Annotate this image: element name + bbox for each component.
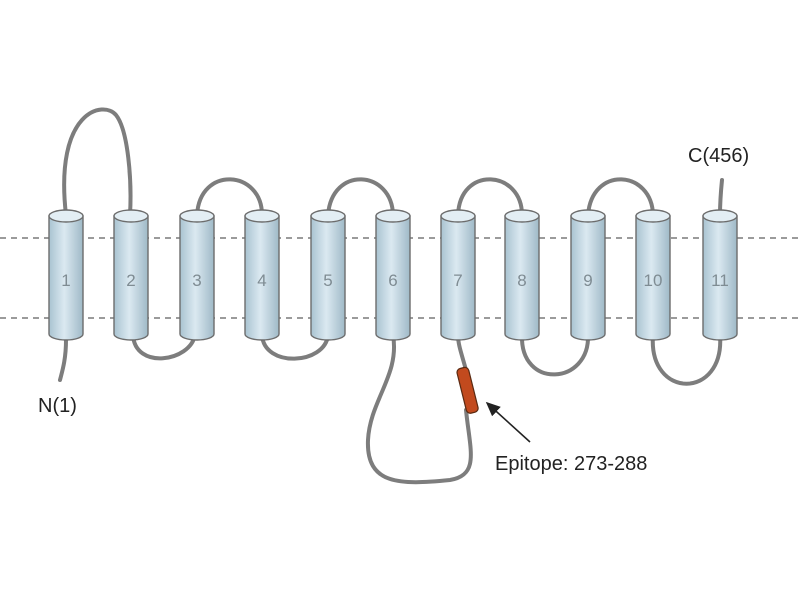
loop-8-9 <box>519 333 591 377</box>
helix-9-body <box>570 215 606 341</box>
helix-9-label: 9 <box>583 271 592 290</box>
helix-8-label: 8 <box>517 271 526 290</box>
helix-5-label: 5 <box>323 271 332 290</box>
n-terminal-tail <box>58 338 68 382</box>
helix-10: 10 <box>635 209 671 341</box>
epitope-segment <box>456 366 479 414</box>
helix-7: 7 <box>440 209 476 341</box>
loop-7-8 <box>456 177 524 217</box>
c-terminus-label: C(456) <box>688 145 749 167</box>
helix-3-cap <box>179 209 215 223</box>
helix-8-body <box>504 215 540 341</box>
loop-3-4 <box>195 177 264 217</box>
helix-1-cap <box>48 209 84 223</box>
transmembrane-helices: 1 2 3 4 5 6 7 8 9 10 11 <box>48 209 738 341</box>
helix-8-cap <box>504 209 540 223</box>
loop-5-6 <box>326 177 395 217</box>
helix-8: 8 <box>504 209 540 341</box>
helix-6-cap <box>375 209 411 223</box>
helix-3: 3 <box>179 209 215 341</box>
helix-10-body <box>635 215 671 341</box>
helix-4-body <box>244 215 280 341</box>
helix-5: 5 <box>310 209 346 341</box>
helix-5-cap <box>310 209 346 223</box>
helix-6-body <box>375 215 411 341</box>
helix-3-label: 3 <box>192 271 201 290</box>
loop-4-5 <box>260 333 330 361</box>
loop-6-7-lower <box>365 333 473 485</box>
helix-4-cap <box>244 209 280 223</box>
helix-9: 9 <box>570 209 606 341</box>
helix-1-body <box>48 215 84 341</box>
loop-1-2 <box>62 107 133 217</box>
helix-2-cap <box>113 209 149 223</box>
helix-7-label: 7 <box>453 271 462 290</box>
loop-2-3 <box>131 333 197 361</box>
helix-7-cap <box>440 209 476 223</box>
helix-7-body <box>440 215 476 341</box>
helix-3-body <box>179 215 215 341</box>
helix-11-cap <box>702 209 738 223</box>
n-terminus-label: N(1) <box>38 395 77 417</box>
helix-4-label: 4 <box>257 271 266 290</box>
helix-11: 11 <box>702 209 738 341</box>
epitope-label: Epitope: 273-288 <box>495 453 647 475</box>
helix-10-cap <box>635 209 671 223</box>
loop-9-10 <box>586 177 655 217</box>
helix-6: 6 <box>375 209 411 341</box>
helix-9-cap <box>570 209 606 223</box>
helix-10-label: 10 <box>644 271 663 290</box>
helix-6-label: 6 <box>388 271 397 290</box>
helix-11-body <box>702 215 738 341</box>
epitope-arrow <box>485 401 531 443</box>
helix-1: 1 <box>48 209 84 341</box>
helix-1-label: 1 <box>61 271 70 290</box>
helix-5-body <box>310 215 346 341</box>
helix-2: 2 <box>113 209 149 341</box>
helix-11-label: 11 <box>711 271 729 290</box>
loop-10-11 <box>650 333 723 386</box>
helix-2-body <box>113 215 149 341</box>
helix-4: 4 <box>244 209 280 341</box>
helix-2-label: 2 <box>126 271 135 290</box>
